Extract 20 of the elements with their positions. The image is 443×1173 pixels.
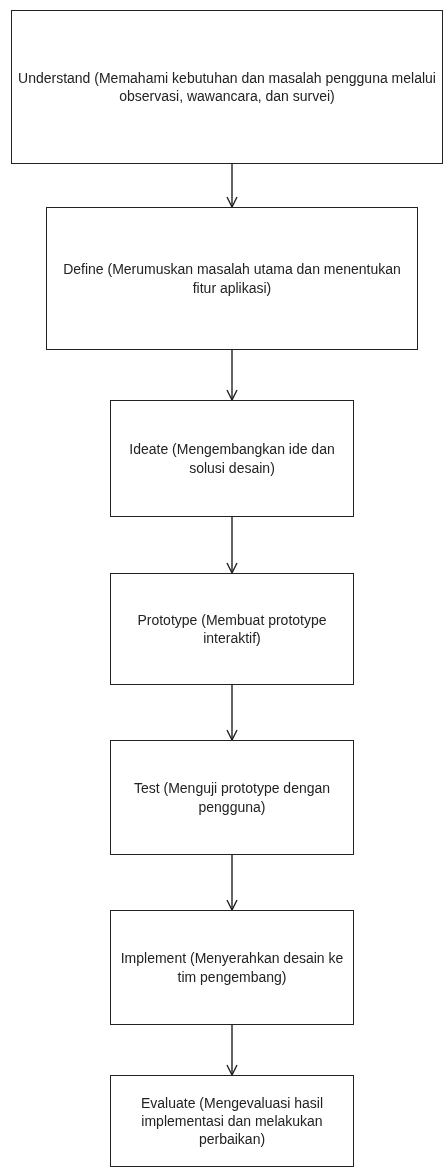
process-box (110, 740, 354, 855)
process-box (110, 1075, 354, 1167)
step-text: Prototype (Membuat prototype interaktif) (136, 610, 328, 648)
step-text: Evaluate (Mengevaluasi hasil implementasi dan melakukan perbaikan) (139, 1093, 325, 1149)
arrow (226, 1024, 238, 1076)
process-box (110, 573, 354, 685)
arrow (226, 163, 238, 208)
step-text: Understand (Memahami kebutuhan dan masalah pengguna melalui observasi, wawancara, dan survei) (18, 68, 436, 106)
arrow (226, 349, 238, 401)
step-text: Define (Merumuskan masalah utama dan menentukan fitur aplikasi) (62, 260, 402, 297)
step-text: Test (Menguji prototype dengan pengguna) (132, 779, 332, 816)
process-box (110, 910, 354, 1025)
arrow (226, 516, 238, 574)
process-box (110, 400, 354, 517)
process-box (46, 207, 418, 350)
step-text: Implement (Menyerahkan desain ke tim pengembang) (119, 949, 345, 986)
arrow (226, 684, 238, 741)
step-text: Ideate (Mengembangkan ide dan solusi desain) (128, 440, 336, 477)
arrow (226, 854, 238, 911)
process-box (11, 10, 443, 164)
